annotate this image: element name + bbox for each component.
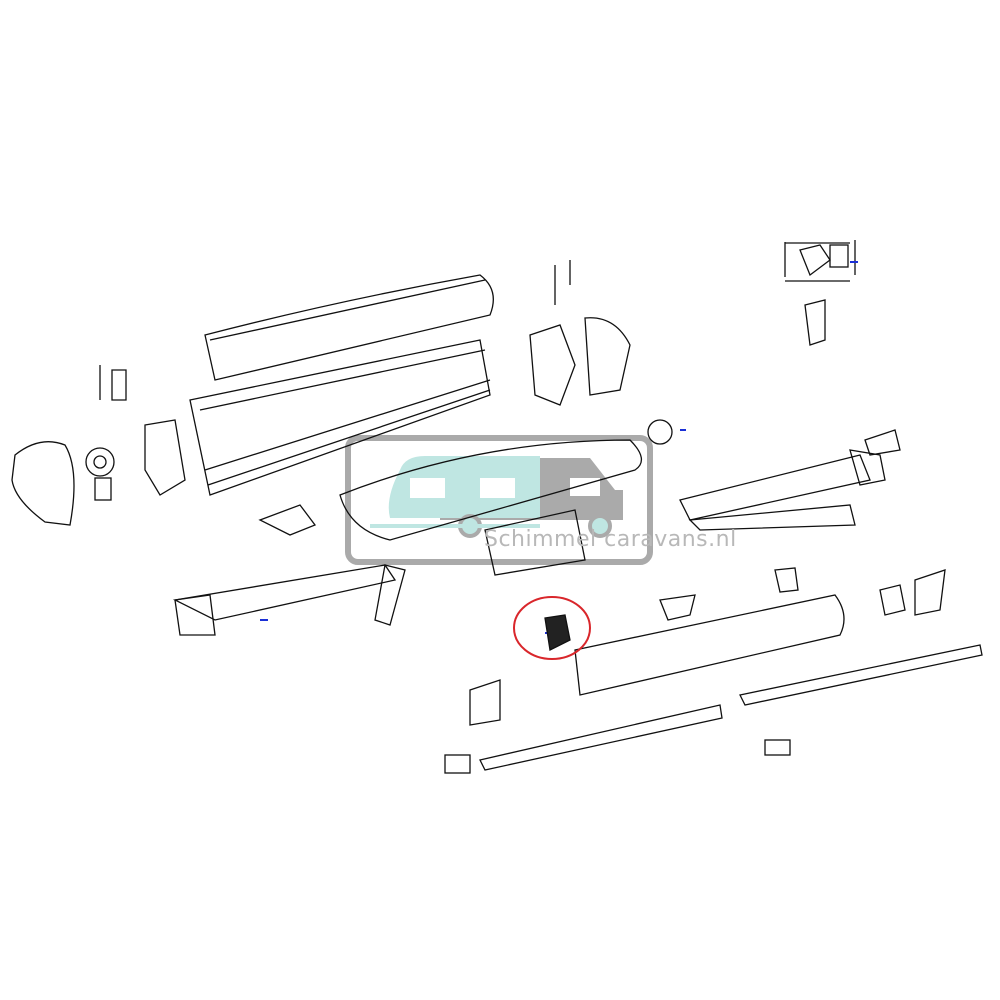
watermark-logo xyxy=(345,435,653,565)
watermark-text: Schimmel caravans.nl xyxy=(484,527,737,552)
highlight-circle xyxy=(513,596,591,660)
